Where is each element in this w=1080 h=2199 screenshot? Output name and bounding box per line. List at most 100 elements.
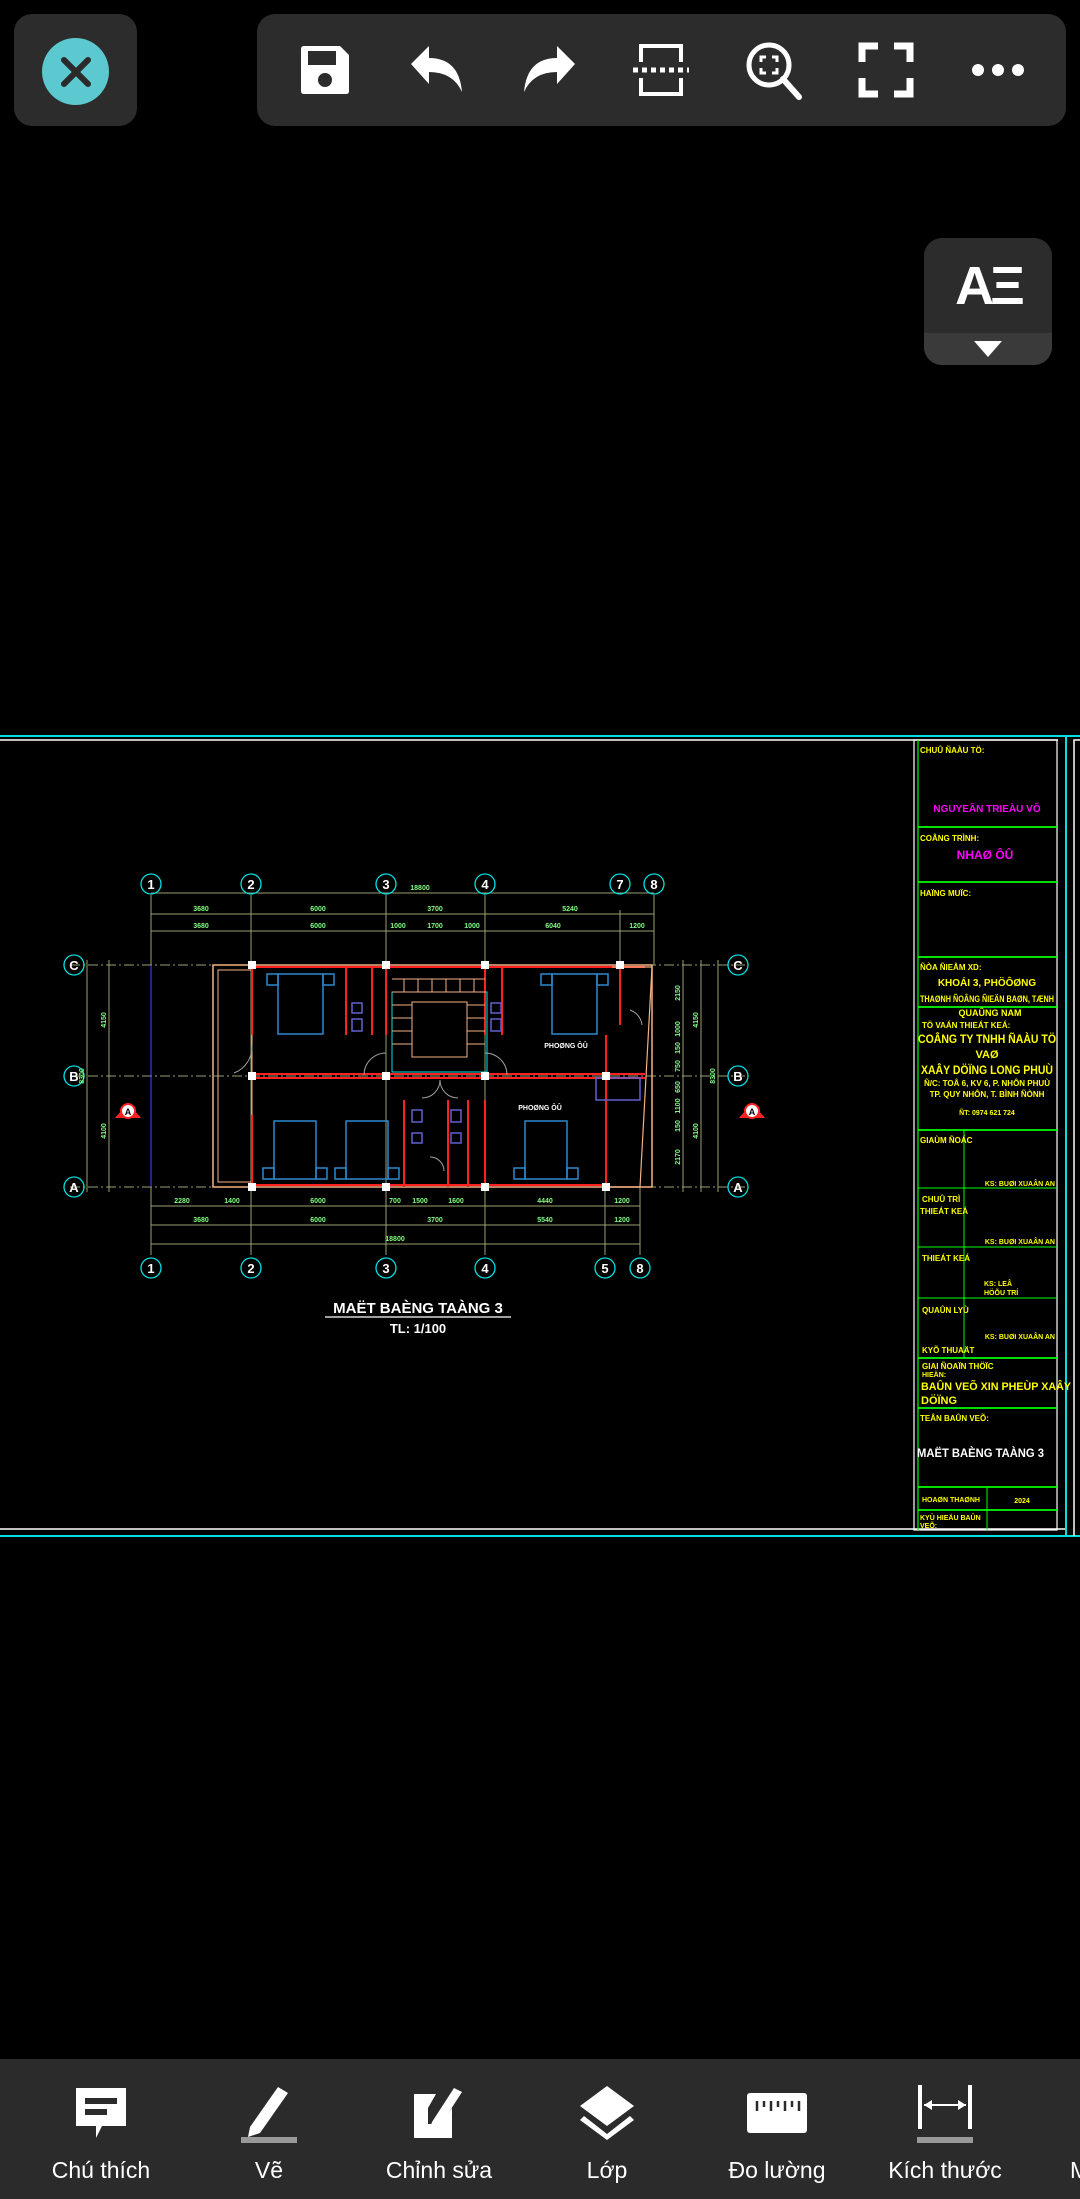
- consultant-label: TÖ VAÁN THIEÁT KEÁ:: [922, 1021, 1010, 1030]
- edit-icon: [414, 2088, 462, 2138]
- plan-scale: TL: 1/100: [390, 1321, 446, 1336]
- company-line-1: COÂNG TY TNHH ÑAÀU TÖ: [918, 1031, 1056, 1046]
- dimension-text: 700: [389, 1198, 401, 1205]
- completed-label: HOAØN THAØNH: [922, 1497, 980, 1504]
- split-view-button[interactable]: [626, 35, 696, 105]
- save-button[interactable]: [290, 35, 360, 105]
- dimension-label: Kích thước: [888, 2157, 1002, 2183]
- title-block: CHUÛ ÑAÀU TÖ: NGUYEÃN TRIEÀU VÕ COÂNG TR…: [913, 739, 1072, 1531]
- phase-label-2: HIEÄN:: [922, 1371, 946, 1379]
- doors: [233, 1009, 643, 1172]
- item-label: HAÏNG MUÏC:: [920, 889, 971, 898]
- section-mark: A A: [115, 1103, 765, 1119]
- bottom-toolbar: Chú thích Vẽ Chỉnh sửa Lớp Đo lường Kích…: [0, 2059, 1080, 2199]
- grid-label: 3: [382, 877, 389, 892]
- dimension-text: 4150: [693, 1012, 700, 1028]
- sheet-code-label-1: KYÙ HIEÄU BAÛN: [920, 1513, 981, 1522]
- more-icon: [971, 64, 1024, 76]
- dimension-text: 8300: [710, 1068, 717, 1084]
- dimension-text: 18800: [410, 885, 430, 892]
- measure-label: Đo lường: [728, 2157, 826, 2183]
- company-line-2: VAØ: [975, 1049, 998, 1061]
- top-toolbar: [257, 14, 1066, 126]
- grid-label: B: [733, 1069, 742, 1084]
- annotation-tool[interactable]: Chú thích: [16, 2059, 186, 2199]
- ruler-icon: [747, 2093, 807, 2133]
- grid-label: C: [69, 958, 79, 973]
- layers-tool[interactable]: Lớp: [522, 2059, 692, 2199]
- more-button[interactable]: [963, 35, 1033, 105]
- manager-label: QUAÛN LYÙ: [922, 1306, 969, 1315]
- dimension-text: 3680: [193, 906, 209, 913]
- dimension-text: 6000: [310, 1198, 326, 1205]
- grid-label: 4: [481, 1261, 489, 1276]
- text-style-panel: AΞ: [924, 238, 1052, 365]
- dimension-text: 5240: [562, 906, 578, 913]
- sheet-name: MAËT BAÈNG TAÀNG 3: [917, 1445, 1044, 1460]
- grid-label: C: [733, 958, 743, 973]
- phase-value-1: BAÛN VEÕ XIN PHEÙP XAÂY: [921, 1380, 1072, 1393]
- text-style-expand-button[interactable]: [924, 333, 1052, 365]
- grid-label: 2: [247, 1261, 254, 1276]
- chief-label-2: THIEÁT KEÁ: [920, 1207, 968, 1216]
- undo-button[interactable]: [402, 35, 472, 105]
- dimension-text: 18800: [385, 1236, 405, 1243]
- owner-label: CHUÛ ÑAÀU TÖ:: [920, 746, 984, 755]
- location-label: ÑÒA ÑIEÅM XD:: [920, 963, 981, 972]
- measure-tool[interactable]: Đo lường: [692, 2059, 862, 2199]
- dimension-text: 6000: [310, 1217, 326, 1224]
- zoom-extents-button[interactable]: [739, 35, 809, 105]
- grid-label: 4: [481, 877, 489, 892]
- room-label: PHOØNG ÔÛ: [518, 1103, 562, 1112]
- dimension-text: 5540: [537, 1217, 553, 1224]
- company-phone: ÑT: 0974 621 724: [959, 1108, 1015, 1117]
- redo-button[interactable]: [514, 35, 584, 105]
- staircase: [391, 978, 488, 1073]
- annotation-label: Chú thích: [51, 2157, 151, 2183]
- plan-title: MAËT BAÈNG TAÀNG 3: [333, 1300, 503, 1317]
- bathroom-fixtures: [351, 1002, 641, 1144]
- cad-drawing-canvas[interactable]: CHUÛ ÑAÀU TÖ: NGUYEÃN TRIEÀU VÕ COÂNG TR…: [0, 735, 1080, 1540]
- save-icon: [301, 46, 350, 94]
- redo-icon: [524, 46, 576, 92]
- grid-label: 2: [247, 877, 254, 892]
- dimension-text: 1000: [464, 923, 480, 930]
- edit-tool[interactable]: Chỉnh sửa: [354, 2059, 524, 2199]
- fullscreen-button[interactable]: [851, 35, 921, 105]
- tech-name: KS: BUØI XUAÂN AN: [985, 1332, 1055, 1341]
- grid-label: 3: [382, 1261, 389, 1276]
- dimension-text: 1400: [224, 1198, 240, 1205]
- company-line-3: XAÂY DÖÏNG LONG PHUÙ: [921, 1062, 1053, 1077]
- dimension-text: 150: [675, 1042, 682, 1054]
- text-style-button[interactable]: AΞ: [924, 238, 1052, 333]
- dimension-tool[interactable]: Kích thước: [860, 2059, 1030, 2199]
- dimension-text: 2280: [174, 1198, 190, 1205]
- grid-label: A: [733, 1180, 743, 1195]
- dimension-text: 1200: [614, 1217, 630, 1224]
- dimension-text: 1200: [629, 923, 645, 930]
- fullscreen-icon: [858, 42, 914, 98]
- split-view-icon: [633, 44, 690, 96]
- director-label: GIAÙM ÑOÁC: [920, 1136, 973, 1145]
- draw-tool[interactable]: Vẽ: [184, 2059, 354, 2199]
- owner-name: NGUYEÃN TRIEÀU VÕ: [933, 802, 1040, 815]
- close-button[interactable]: [42, 38, 109, 105]
- grid-label: 7: [616, 877, 623, 892]
- bed-furniture: [262, 973, 609, 1180]
- sheet-code-label-2: VEÕ:: [920, 1521, 937, 1530]
- dimension-text: 6000: [310, 923, 326, 930]
- dimension-text: 650: [675, 1081, 682, 1093]
- grid-label: 1: [147, 877, 154, 892]
- svg-text:A: A: [125, 1107, 132, 1117]
- close-panel: [14, 14, 137, 126]
- designer-name-1: KS: LEÂ: [984, 1279, 1012, 1288]
- company-address-2: TP. QUY NHÔN, T. BÌNH ÑÒNH: [930, 1090, 1045, 1099]
- dimension-text: 8300: [79, 1068, 86, 1084]
- sheet-name-label: TEÂN BAÛN VEÕ:: [920, 1414, 989, 1423]
- dimension-text: 3680: [193, 1217, 209, 1224]
- pencil-icon: [241, 2087, 297, 2143]
- location-line-2: THAØNH ÑOÂNG ÑIEÄN BAØN, TÆNH: [920, 993, 1054, 1004]
- dimension-text: 4440: [537, 1198, 553, 1205]
- more-tool[interactable]: M: [1070, 2059, 1080, 2199]
- close-icon: [60, 56, 91, 87]
